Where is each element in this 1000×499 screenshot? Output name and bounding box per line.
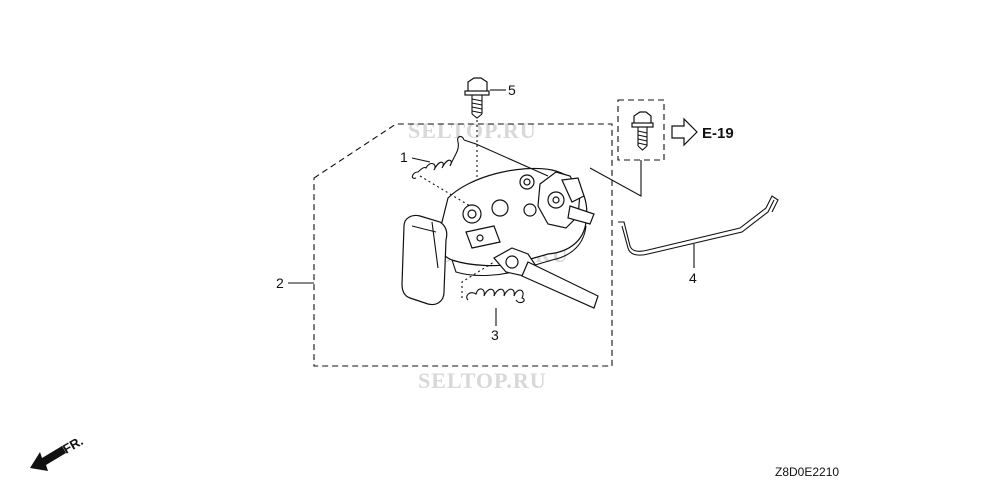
watermark-top: SELTOP.RU bbox=[408, 118, 537, 143]
arrow-down-left-icon bbox=[30, 446, 66, 471]
assembly-box bbox=[313, 123, 613, 367]
reference-box bbox=[617, 99, 665, 161]
callout-4: 4 bbox=[689, 270, 697, 286]
leader-1 bbox=[411, 157, 431, 163]
watermark-bottom: SELTOP.RU bbox=[418, 368, 547, 393]
reference-bolt bbox=[631, 111, 654, 151]
reference-leader bbox=[589, 160, 642, 197]
control-lever bbox=[465, 225, 599, 309]
outline-arrow-right-icon bbox=[671, 117, 698, 147]
diagram-code: Z8D0E2210 bbox=[775, 465, 839, 479]
callout-3: 3 bbox=[491, 327, 499, 343]
callout-5: 5 bbox=[508, 82, 516, 98]
throttle-bracket bbox=[537, 171, 595, 229]
callout-1: 1 bbox=[400, 149, 408, 165]
spring-part-1 bbox=[411, 135, 549, 207]
wire-rod-part-4 bbox=[618, 195, 779, 256]
reference-label: E-19 bbox=[702, 125, 734, 142]
spring-part-3 bbox=[461, 261, 525, 304]
callout-2: 2 bbox=[276, 275, 284, 291]
cushion-pad bbox=[401, 214, 448, 306]
